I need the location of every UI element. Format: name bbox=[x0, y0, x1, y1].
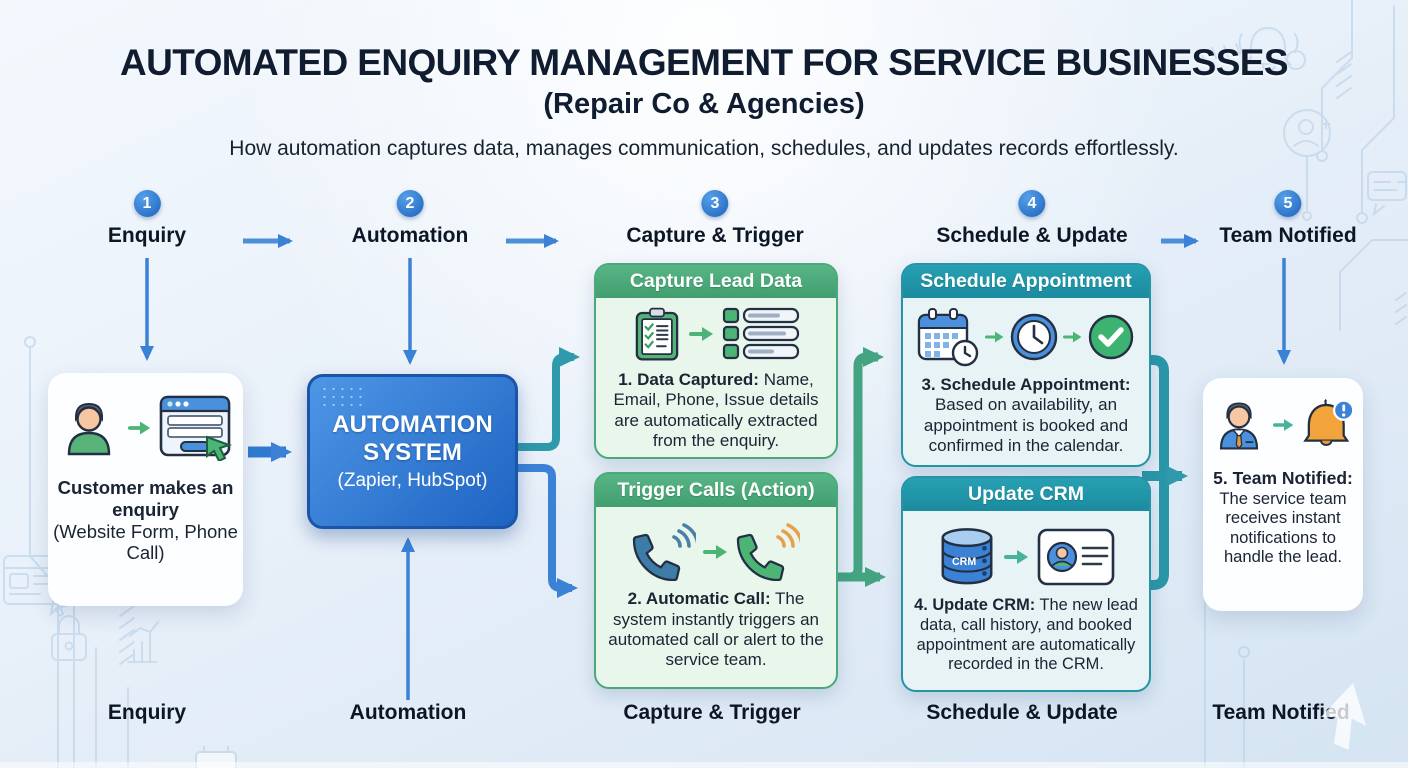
step-2-badge: 2 bbox=[396, 190, 424, 217]
phone-ringing-icon bbox=[736, 523, 800, 582]
capture-card-bold: 1. Data Captured: bbox=[618, 370, 759, 389]
step-5-badge: 5 bbox=[1274, 190, 1302, 217]
calendar-clock-icon bbox=[917, 307, 979, 366]
person-icon bbox=[67, 402, 110, 456]
automation-line1: AUTOMATION bbox=[332, 411, 493, 439]
connector-trigger-schedule bbox=[832, 347, 884, 582]
connector-automation-trigger bbox=[512, 464, 578, 598]
contact-card-icon bbox=[1037, 528, 1115, 586]
trigger-card-bold: 2. Automatic Call: bbox=[627, 589, 771, 609]
page-title: AUTOMATED ENQUIRY MANAGEMENT FOR SERVICE… bbox=[120, 42, 1289, 83]
notified-card-bold: 5. Team Notified: bbox=[1213, 468, 1353, 488]
enquiry-card-subtitle: (Website Form, Phone Call) bbox=[53, 520, 238, 564]
enquiry-card-title: Customer makes an enquiry bbox=[57, 477, 234, 520]
hatch-marks-icon bbox=[1336, 51, 1407, 325]
bottom-label-schedule: Schedule & Update bbox=[926, 701, 1118, 724]
crm-card-bold: 4. Update CRM: bbox=[914, 596, 1036, 615]
enquiry-card-text: Customer makes an enquiry (Website Form,… bbox=[48, 477, 243, 564]
small-arrow-icon bbox=[1273, 419, 1294, 431]
step-3-label: Capture & Trigger bbox=[626, 224, 804, 247]
bell-outline-icon bbox=[1238, 26, 1306, 71]
lock-outline-icon bbox=[51, 615, 87, 661]
bar-chart-outline-icon bbox=[127, 621, 159, 663]
update-crm-card: Update CRM CRM bbox=[901, 476, 1151, 692]
step-1-label: Enquiry bbox=[107, 224, 187, 247]
step-3-badge: 3 bbox=[701, 190, 729, 217]
capture-card-text: 1. Data Captured: Name, Email, Phone, Is… bbox=[603, 370, 829, 452]
person-add-outline-icon bbox=[1283, 109, 1331, 221]
small-arrow-icon bbox=[703, 545, 727, 560]
crm-card-header: Update CRM bbox=[903, 478, 1149, 511]
notified-card-text: 5. Team Notified: The service team recei… bbox=[1203, 468, 1363, 567]
hatch-marks-icon bbox=[119, 605, 135, 665]
notified-icons bbox=[1210, 398, 1356, 452]
small-arrow-icon bbox=[689, 327, 713, 341]
capture-lead-data-card: Capture Lead Data bbox=[594, 263, 838, 459]
small-arrow-icon bbox=[127, 421, 150, 435]
data-list-icon bbox=[722, 307, 800, 360]
step-4: 4 Schedule & Update bbox=[936, 190, 1128, 248]
browser-form-icon bbox=[159, 395, 232, 461]
crm-database-icon: CRM bbox=[941, 528, 993, 585]
page-tagline: How automation captures data, manages co… bbox=[229, 137, 1179, 160]
capture-card-header: Capture Lead Data bbox=[596, 265, 836, 298]
crm-db-label: CRM bbox=[952, 556, 976, 568]
trigger-calls-card: Trigger Calls (Action) bbox=[594, 472, 838, 689]
page-subtitle: (Repair Co & Agencies) bbox=[543, 88, 865, 120]
step-4-label: Schedule & Update bbox=[936, 224, 1128, 247]
chat-bubble-outline-icon bbox=[1367, 171, 1407, 217]
step-5-label: Team Notified bbox=[1219, 224, 1357, 247]
phone-icon bbox=[632, 523, 696, 582]
clipboard-checklist-icon bbox=[635, 307, 679, 361]
bottom-label-enquiry: Enquiry bbox=[107, 701, 187, 724]
small-arrow-icon bbox=[985, 331, 1004, 343]
capture-card-desc: Name, Email, Phone, Issue details are au… bbox=[613, 370, 819, 451]
step-1-badge: 1 bbox=[133, 190, 161, 217]
step-3: 3 Capture & Trigger bbox=[626, 190, 804, 248]
automation-line2: SYSTEM bbox=[363, 439, 462, 466]
trigger-icons bbox=[632, 523, 800, 582]
trigger-card-text: 2. Automatic Call: The system instantly … bbox=[603, 589, 829, 671]
step-2-label: Automation bbox=[351, 224, 469, 247]
bottom-label-automation: Automation bbox=[349, 701, 467, 724]
schedule-card-desc: Based on availability, an appointment is… bbox=[923, 395, 1129, 455]
schedule-card-text: 3. Schedule Appointment: Based on availa… bbox=[910, 375, 1142, 457]
schedule-appointment-card: Schedule Appointment bbox=[901, 263, 1151, 467]
team-notified-card: 5. Team Notified: The service team recei… bbox=[1203, 378, 1363, 611]
crm-card-desc: The new lead data, call history, and boo… bbox=[916, 596, 1138, 674]
connector-automation-capture bbox=[512, 347, 580, 451]
step-4-badge: 4 bbox=[1018, 190, 1046, 217]
enquiry-icons bbox=[57, 395, 235, 461]
dot-pattern-decoration bbox=[320, 385, 366, 411]
small-arrow-icon bbox=[1004, 550, 1028, 565]
notification-bell-icon bbox=[1303, 399, 1355, 446]
clock-icon bbox=[1010, 313, 1058, 360]
crm-icons: CRM bbox=[937, 526, 1115, 588]
step-2: 2 Automation bbox=[351, 190, 469, 248]
schedule-card-header: Schedule Appointment bbox=[903, 265, 1149, 298]
trigger-card-header: Trigger Calls (Action) bbox=[596, 474, 836, 507]
bottom-label-capture: Capture & Trigger bbox=[623, 701, 801, 724]
step-5: 5 Team Notified bbox=[1219, 190, 1357, 248]
step-1: 1 Enquiry bbox=[108, 190, 186, 248]
schedule-card-bold: 3. Schedule Appointment: bbox=[921, 374, 1131, 394]
bottom-label-notified: Team Notified bbox=[1212, 701, 1350, 724]
automation-line3: (Zapier, HubSpot) bbox=[337, 469, 488, 491]
small-arrow-icon bbox=[1063, 331, 1082, 343]
notified-card-desc: The service team receives instant notifi… bbox=[1219, 488, 1347, 567]
crm-card-text: 4. Update CRM: The new lead data, call h… bbox=[910, 596, 1142, 675]
enquiry-card: Customer makes an enquiry (Website Form,… bbox=[48, 373, 243, 606]
check-circle-icon bbox=[1088, 314, 1134, 359]
trigger-card-desc: The system instantly triggers an automat… bbox=[608, 589, 824, 670]
automation-system-box: AUTOMATION SYSTEM (Zapier, HubSpot) bbox=[307, 374, 518, 529]
team-member-icon bbox=[1219, 402, 1259, 450]
schedule-icons bbox=[917, 307, 1135, 367]
capture-icons bbox=[632, 306, 800, 362]
